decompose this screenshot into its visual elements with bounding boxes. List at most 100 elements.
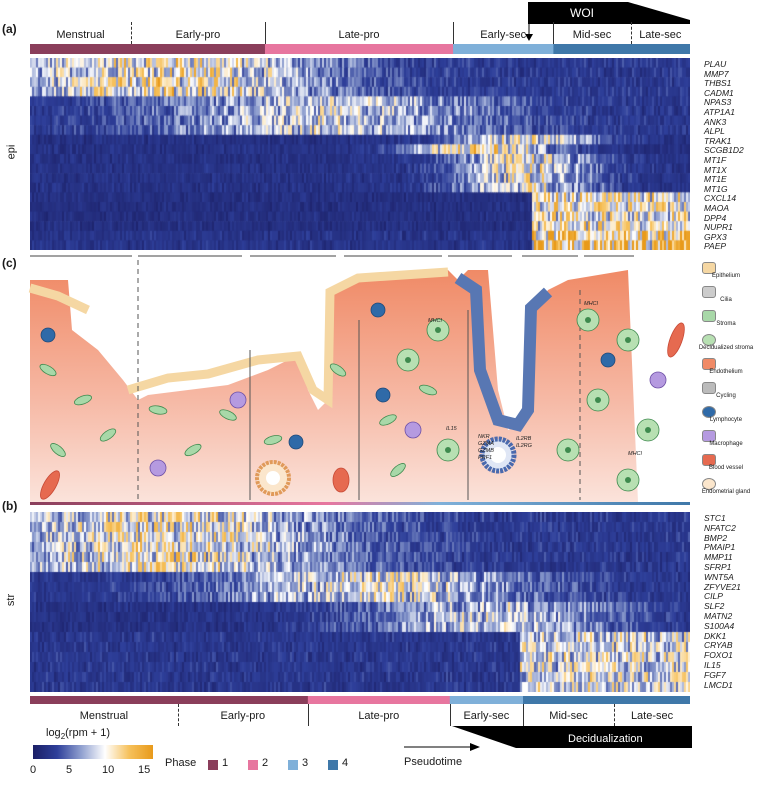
top_phases-label-1: Early-pro [175,29,221,41]
str-label: str [5,593,18,607]
top_phases-divider-1 [130,22,132,44]
cell-legend-label: Endothelium [709,369,743,375]
gene-label: MMP7 [704,68,729,79]
diagram-bottom-bar [30,502,690,505]
panel-letter-a: (a) [2,22,17,36]
woi-banner: WOI [528,2,690,24]
cell-legend-label: Stroma [716,321,736,327]
colorbar-tick: 5 [66,764,73,776]
lymphocyte-icon [702,406,716,418]
bottom_phases-segment-5 [614,696,690,704]
gene-label: MT1F [704,155,727,165]
note-mhc1-2: MHCI [584,301,599,307]
note-nkr: NKR [478,434,490,440]
top_phases-label-3: Early-sec [480,29,527,41]
bottom_phases-segment-1 [177,696,309,704]
gene-label: CRYAB [704,640,733,651]
gene-label: NFATC2 [704,522,736,533]
colorbar-tick: 0 [30,764,37,776]
gene-label: ALPL [704,126,725,137]
cell-legend-label: Cycling [716,393,736,399]
stroma-icon [702,310,716,322]
gene-label: LMCD1 [704,679,733,690]
blood-vessel-icon [702,454,716,466]
gene-label: ATP1A1 [704,107,736,117]
gene-label: DPP4 [704,212,727,223]
bottom_phases-segment-0 [30,696,179,704]
top_phases-label-0: Menstrual [56,29,105,41]
bottom_phases-label-4: Mid-sec [549,710,588,722]
epithelium-icon [702,262,716,274]
gene-label: MAOA [704,203,730,213]
top_phases-divider-4 [553,22,555,44]
colorbar [33,745,153,759]
pseudotime-arrow [404,743,480,751]
note-prf1: PRF1 [478,455,492,461]
macrophage-icon [702,430,716,442]
note-mhc1-1: MHCI [428,318,443,324]
top_phases-segment-1 [130,44,266,54]
top_phases-divider-3 [453,22,455,44]
top_phases-segment-4 [553,44,632,54]
bottom_phases-divider-1 [177,704,179,726]
note-il2rb: IL2RB [516,436,532,442]
top_phases-segment-3 [453,44,554,54]
top-phase-bar [30,44,690,54]
gene-label: ANK3 [704,116,727,127]
decidualized-stroma-icon [702,334,716,346]
gene-label: STC1 [704,513,726,523]
bottom_phases-segment-3 [449,696,524,704]
endometrium-diagram: MHCI IL15 NKR GZMA GZMB PRF1 IL2RB IL2RG… [28,255,690,505]
phase-legend-swatch [248,760,258,770]
cell-legend-label: Decidualized stroma [698,345,754,351]
stroma-cells [39,363,437,477]
gene-label: IL15 [704,660,721,670]
bottom_phases-label-0: Menstrual [79,710,129,722]
note-il2rg: IL2RG [516,443,533,449]
gene-label: SFRP1 [704,562,732,572]
cell-legend-label: Epithelium [711,273,740,279]
pseudotime-label: Pseudotime [404,756,463,768]
epithelium-layer [28,267,449,409]
macrophages [149,371,667,477]
gene-label: NPAS3 [704,97,732,108]
gene-label: SCGB1D2 [704,145,744,156]
endothelium-icon [702,358,716,370]
phase-legend-label: 1 [222,757,229,769]
note-gzmb: GZMB [478,448,494,454]
woi-label: WOI [570,6,594,20]
top_phases-label-4: Mid-sec [572,29,612,41]
note-il15-1: IL15 [446,426,458,432]
bottom_phases-segment-2 [307,696,451,704]
note-gzma: GZMA [478,441,494,447]
cell-legend-label: Lymphocyte [709,417,743,423]
gene-label: MT1G [704,183,728,194]
bottom_phases-divider-5 [614,704,616,726]
gene-label: DKK1 [704,630,727,641]
gene-label: FOXO1 [704,650,733,661]
panel-letter-b: (b) [2,499,18,513]
gene-label: THBS1 [704,78,732,89]
gene-label: S100A4 [704,620,735,631]
bottom_phases-divider-3 [449,704,451,726]
colorbar-tick: 15 [138,764,151,776]
cell-legend-label: Blood vessel [708,465,744,471]
bottom_phases-label-5: Late-sec [630,710,674,722]
endometrial-gland-icon [702,478,716,490]
phase-legend-swatch [208,760,218,770]
decidualization-banner: Decidualization [452,726,692,748]
gene-label: SLF2 [704,601,725,612]
top_phases-divider-2 [264,22,266,44]
panel-letter-c: (c) [2,256,17,270]
gene-label: CXCL14 [704,193,737,204]
lymphocytes [40,302,616,450]
top_phases-segment-0 [30,44,132,54]
bottom_phases-divider-4 [523,704,525,726]
bottom_phases-segment-4 [523,696,615,704]
cilia-icon [702,286,716,298]
gene-label: PMAIP1 [704,542,736,553]
gene-label: MATN2 [704,611,733,621]
bottom-phase-bar [30,696,690,704]
cell-legend-label: Macrophage [709,441,743,447]
colorbar-title: log2(rpm + 1) [46,727,111,742]
